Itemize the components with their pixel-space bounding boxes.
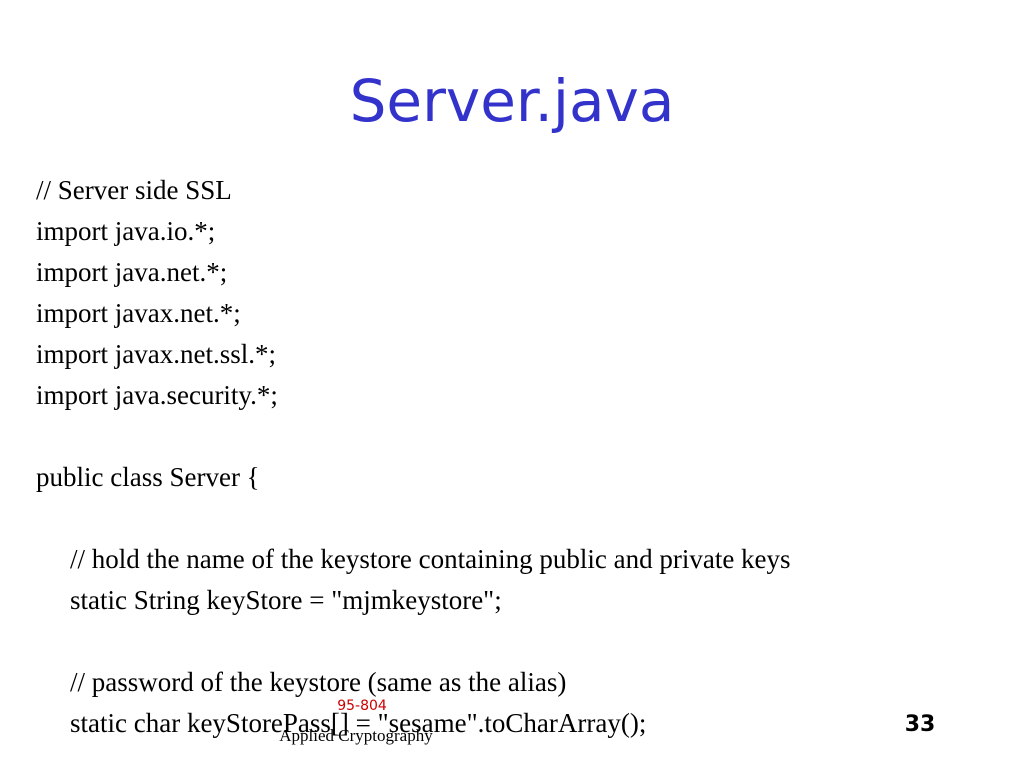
code-line-blank [36, 416, 1006, 457]
code-line: // hold the name of the keystore contain… [70, 544, 791, 574]
code-line: import javax.net.ssl.*; [36, 339, 276, 369]
slide-title: Server.java [349, 67, 675, 135]
code-line: // Server side SSL [36, 175, 232, 205]
code-line: // password of the keystore (same as the… [70, 667, 567, 697]
footer-course-title: Applied Cryptography [279, 726, 433, 745]
code-listing: // Server side SSL import java.io.*; imp… [36, 170, 1006, 744]
code-line: import java.net.*; [36, 257, 228, 287]
footer-course-number: 95-804 [337, 698, 387, 714]
code-line-blank [36, 621, 1006, 662]
code-line: static char keyStorePass[] = "sesame".to… [70, 708, 647, 738]
code-line: import javax.net.*; [36, 298, 241, 328]
code-line: static String keyStore = "mjmkeystore"; [70, 585, 502, 615]
page-number: 33 [904, 712, 936, 737]
code-line: import java.security.*; [36, 380, 278, 410]
code-line-blank [36, 498, 1006, 539]
code-line: import java.io.*; [36, 216, 216, 246]
code-line: public class Server { [36, 462, 260, 492]
